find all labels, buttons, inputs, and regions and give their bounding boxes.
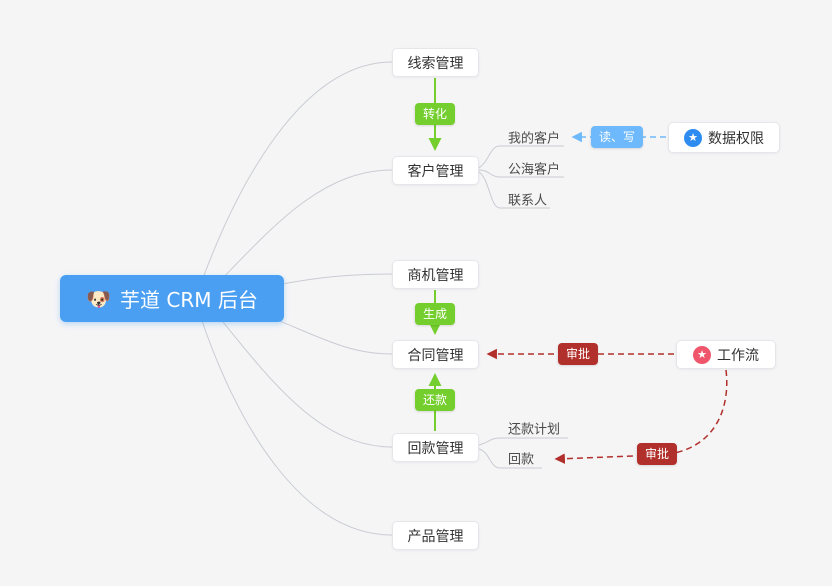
- star-glyph: ★: [697, 348, 707, 361]
- node-contract-management[interactable]: 合同管理: [392, 340, 479, 369]
- subnode-public-customer[interactable]: 公海客户: [508, 162, 561, 178]
- edge-label-generate: 生成: [414, 303, 456, 325]
- node-opportunity-management[interactable]: 商机管理: [392, 260, 479, 289]
- edge-root-lead: [199, 61, 393, 287]
- node-label: 产品管理: [407, 528, 464, 545]
- node-label: 客户管理: [407, 163, 464, 180]
- node-label: 回款管理: [407, 440, 464, 457]
- subnode-my-customer[interactable]: 我的客户: [508, 131, 561, 147]
- star-icon: ★: [684, 128, 702, 147]
- star-glyph: ★: [688, 131, 698, 144]
- node-product-management[interactable]: 产品管理: [392, 521, 479, 550]
- root-node-crm-backend[interactable]: 🐶 芋道 CRM 后台: [60, 275, 284, 322]
- edge-root-product: [199, 314, 393, 536]
- node-data-permission[interactable]: ★ 数据权限: [668, 122, 780, 153]
- node-receivable-management[interactable]: 回款管理: [392, 433, 479, 462]
- edge-label-approve-contract: 审批: [557, 343, 599, 365]
- node-customer-management[interactable]: 客户管理: [392, 156, 479, 185]
- node-label: 线索管理: [407, 55, 464, 72]
- edge-label-read-write: 读、写: [590, 126, 644, 148]
- subnode-repayment-plan[interactable]: 还款计划: [508, 422, 561, 438]
- edge-receivable-repayment-plan: [478, 437, 568, 446]
- star-icon: ★: [693, 345, 711, 364]
- root-node-label: 芋道 CRM 后台: [120, 288, 258, 312]
- subnode-contact[interactable]: 联系人: [508, 193, 548, 209]
- subnode-receivable-record[interactable]: 回款: [508, 452, 535, 468]
- edge-label-repay: 还款: [414, 389, 456, 411]
- node-label: 合同管理: [407, 347, 464, 364]
- node-lead-management[interactable]: 线索管理: [392, 48, 479, 77]
- edge-root-customer: [214, 169, 393, 287]
- node-label: 数据权限: [708, 130, 764, 147]
- edge-root-receivable: [214, 311, 393, 448]
- node-label: 商机管理: [407, 267, 464, 284]
- node-workflow[interactable]: ★ 工作流: [676, 340, 776, 369]
- edge-label-convert: 转化: [414, 103, 456, 125]
- edge-label-approve-receivable: 审批: [636, 443, 678, 465]
- dog-emoji-icon: 🐶: [86, 286, 112, 311]
- node-label: 工作流: [717, 347, 759, 364]
